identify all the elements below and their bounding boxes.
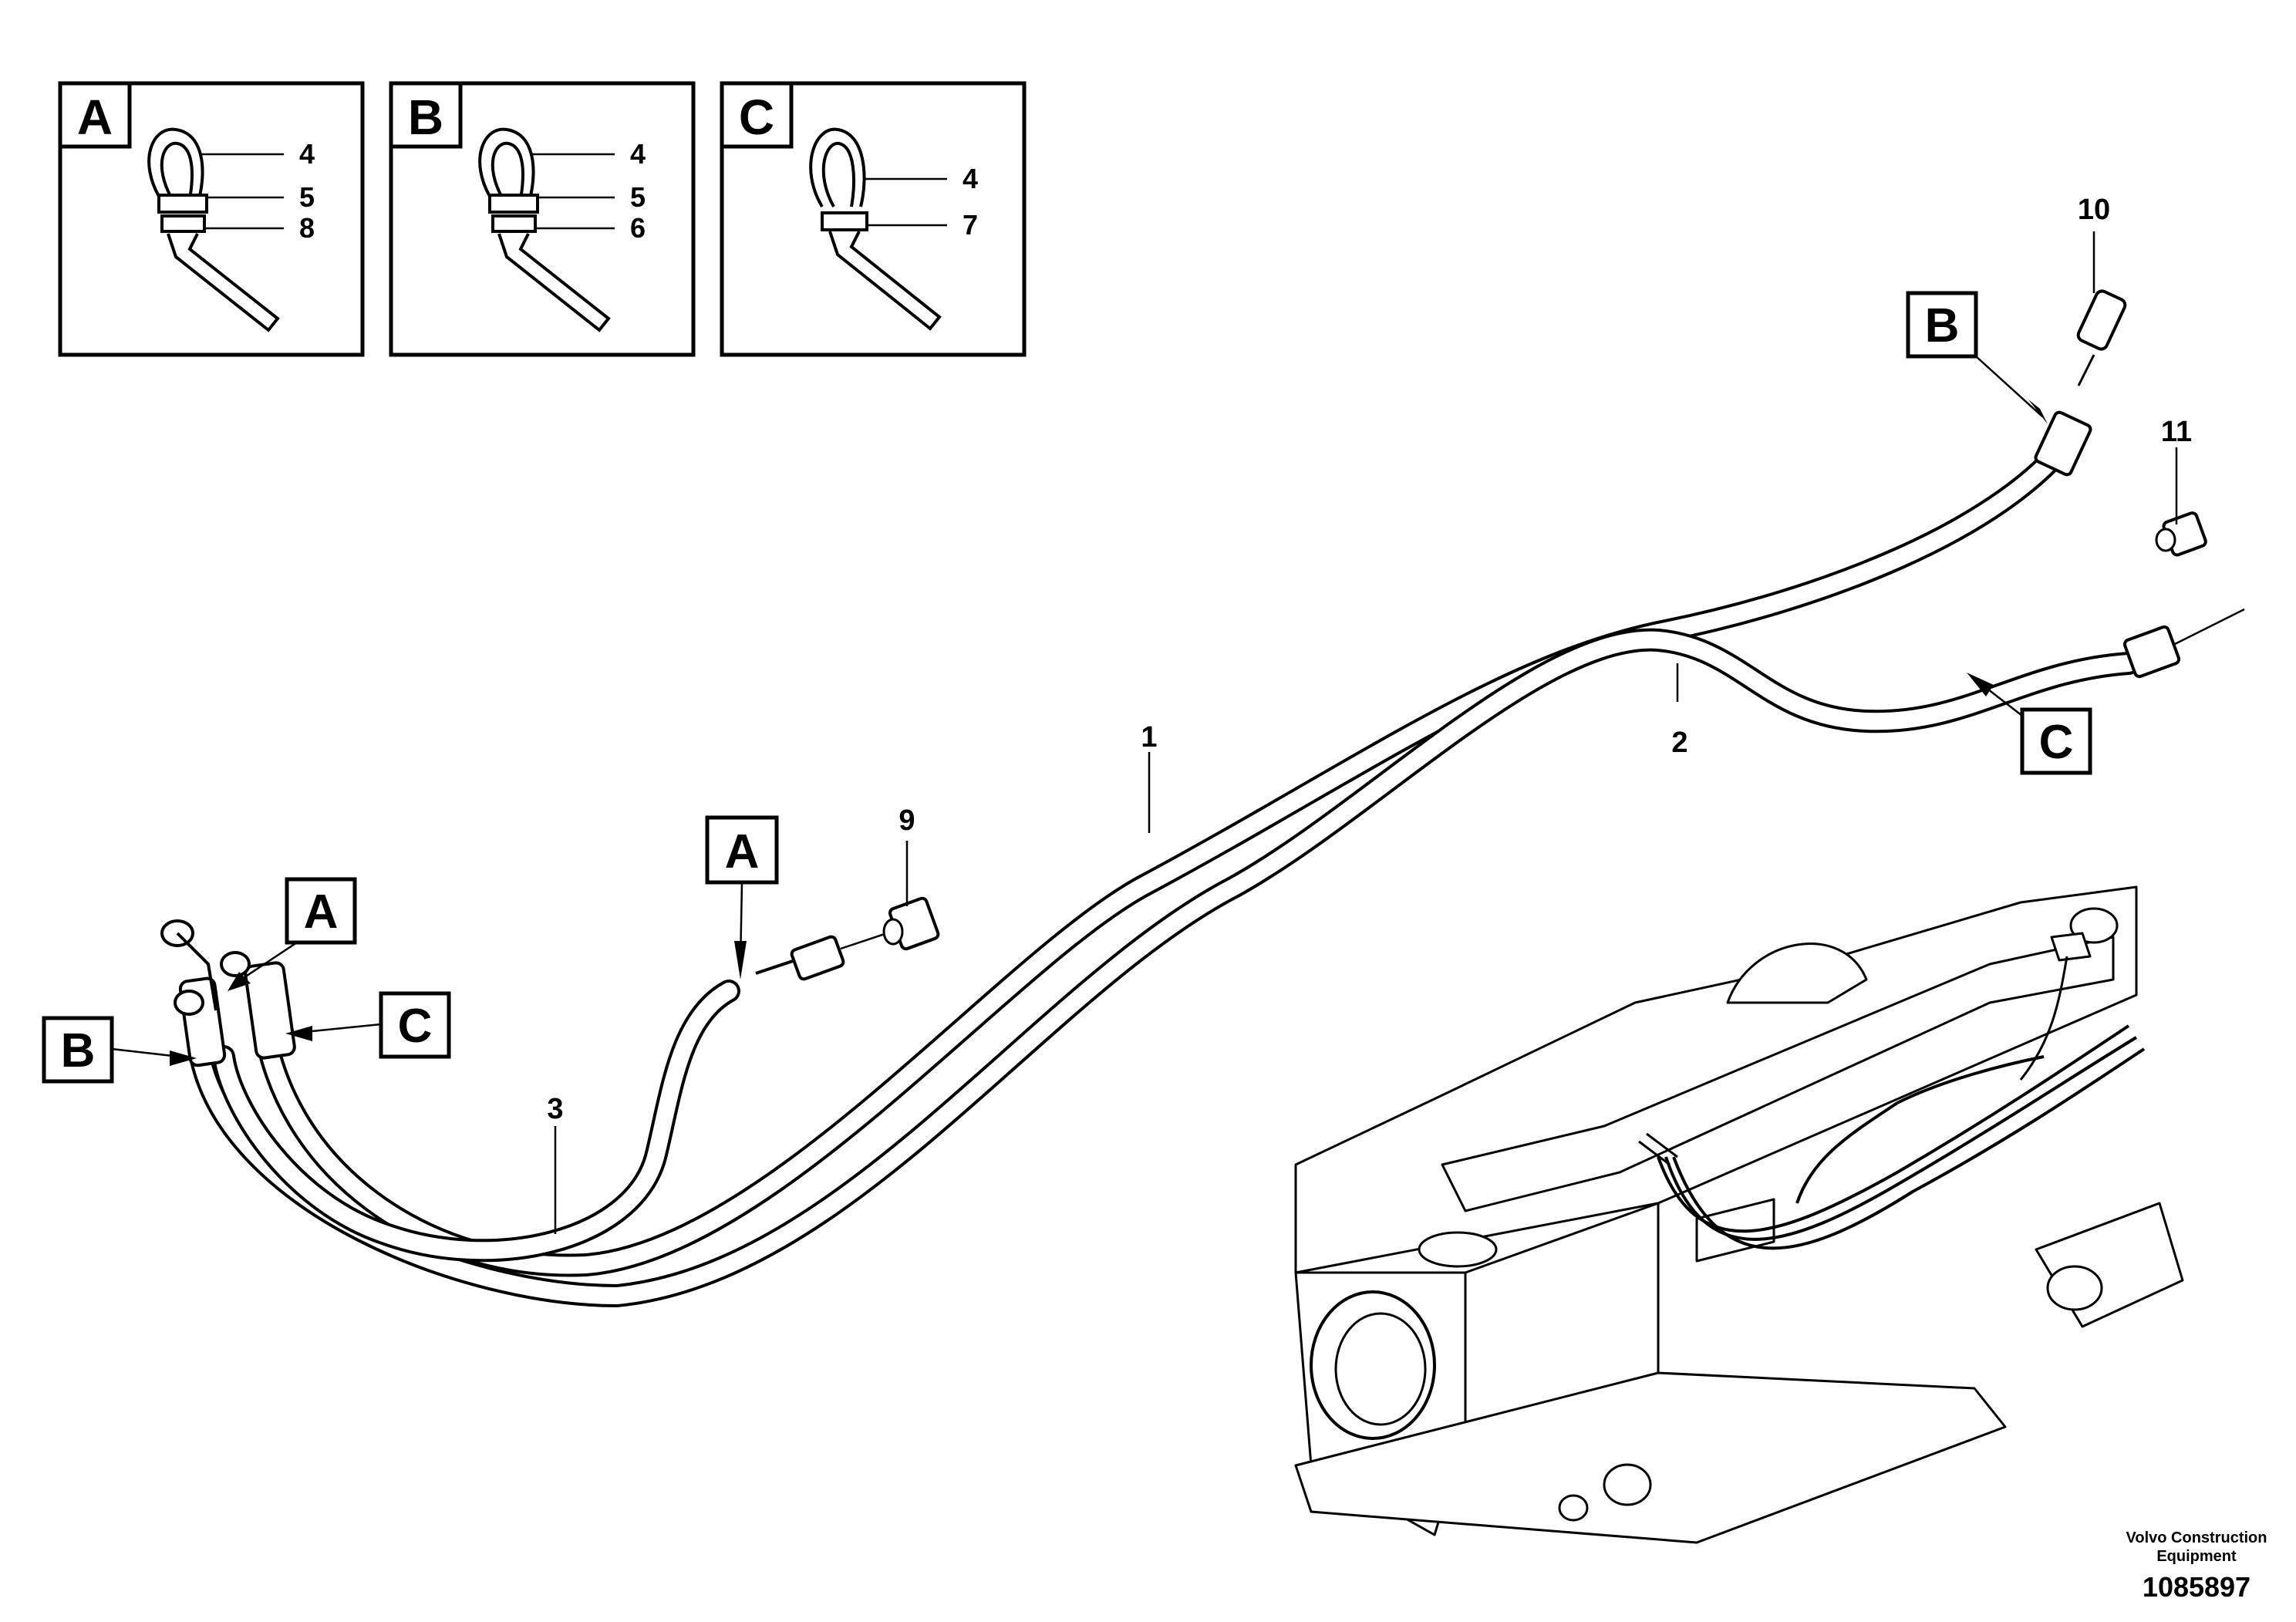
svg-text:A: A: [725, 825, 760, 878]
part-number-1: 1: [1141, 721, 1157, 754]
cable-tie-b: [478, 127, 611, 332]
hose-2: [189, 628, 2140, 1307]
cable-tie-c: [809, 127, 942, 331]
ref-tag-a-left: A: [228, 877, 357, 991]
hose-end-fittings-left: [160, 919, 296, 1067]
svg-text:B: B: [61, 1024, 96, 1077]
callout-b-4: 4: [630, 138, 646, 170]
part-number-9: 9: [899, 804, 915, 837]
callout-c-7: 7: [963, 209, 978, 241]
ref-tag-a-top: A: [705, 815, 779, 980]
ref-tag-c-left: C: [285, 991, 451, 1059]
svg-text:C: C: [398, 1000, 433, 1053]
callout-c-4: 4: [963, 163, 978, 194]
callout-b-6: 6: [630, 212, 646, 244]
ref-tag-c-right: C: [1967, 673, 2092, 775]
callout-a-4: 4: [299, 138, 315, 170]
detail-box-c: C 4 7: [720, 81, 1027, 357]
callout-a-5: 5: [299, 181, 315, 213]
part-number-10: 10: [2078, 194, 2110, 226]
part-10-fitting: [2076, 289, 2127, 351]
svg-text:B: B: [1925, 299, 1960, 352]
ref-tag-b-left: B: [42, 1016, 197, 1084]
part-11-plug: [2155, 511, 2207, 557]
cable-tie-a: [147, 127, 280, 332]
svg-text:C: C: [2039, 716, 2074, 769]
footer-drawing-number: 1085897: [2143, 1571, 2250, 1603]
footer-company-line2: Equipment: [2156, 1548, 2237, 1565]
part-number-2: 2: [1671, 727, 1687, 759]
svg-text:A: A: [304, 885, 339, 939]
callout-a-8: 8: [299, 212, 315, 244]
detail-box-a-letter: A: [77, 89, 113, 145]
hose-3: [212, 980, 740, 1263]
fitting-top-right: [2034, 354, 2095, 477]
part-9-nut: [882, 896, 940, 951]
callout-b-5: 5: [630, 181, 646, 213]
fitting-mid: [755, 932, 888, 981]
footer-company-line1: Volvo Construction: [2126, 1529, 2267, 1546]
ref-tag-b-right: B: [1906, 291, 2048, 424]
part-number-11: 11: [2161, 416, 2192, 448]
detail-box-b: B 4 5 6: [389, 81, 696, 357]
detail-box-b-letter: B: [408, 89, 443, 145]
machine-frame: [1294, 885, 2184, 1544]
part-number-3: 3: [547, 1093, 563, 1125]
detail-box-c-letter: C: [739, 89, 774, 145]
detail-box-a: A 4 5 8: [58, 81, 365, 357]
fitting-right-end: [2122, 608, 2245, 679]
